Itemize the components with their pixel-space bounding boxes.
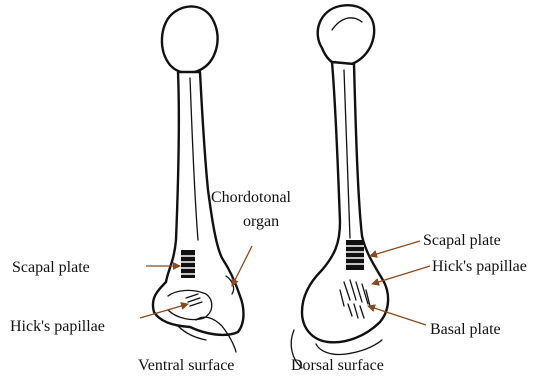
label-ventral-surface: Ventral surface bbox=[138, 357, 234, 374]
label-chordotonal-organ-line1: Chordotonal bbox=[211, 189, 292, 206]
dorsal-scapal-plate bbox=[346, 240, 364, 270]
label-left-scapal-plate: Scapal plate bbox=[12, 259, 90, 276]
leader-right-scapal-plate bbox=[370, 241, 420, 256]
ventral-scapal-plate bbox=[181, 250, 195, 278]
dorsal-haltere-drawing bbox=[291, 5, 388, 368]
label-basal-plate: Basal plate bbox=[430, 321, 501, 338]
label-right-scapal-plate: Scapal plate bbox=[423, 232, 501, 249]
ventral-knob bbox=[162, 6, 218, 73]
label-chordotonal-organ-line2: organ bbox=[243, 213, 279, 230]
label-dorsal-surface: Dorsal surface bbox=[291, 357, 384, 374]
dorsal-knob bbox=[318, 5, 374, 66]
ventral-haltere-drawing bbox=[153, 6, 244, 352]
label-right-hicks-papillae: Hick's papillae bbox=[432, 258, 527, 275]
label-left-hicks-papillae: Hick's papillae bbox=[10, 318, 105, 335]
leader-chordotonal-organ bbox=[232, 246, 252, 286]
